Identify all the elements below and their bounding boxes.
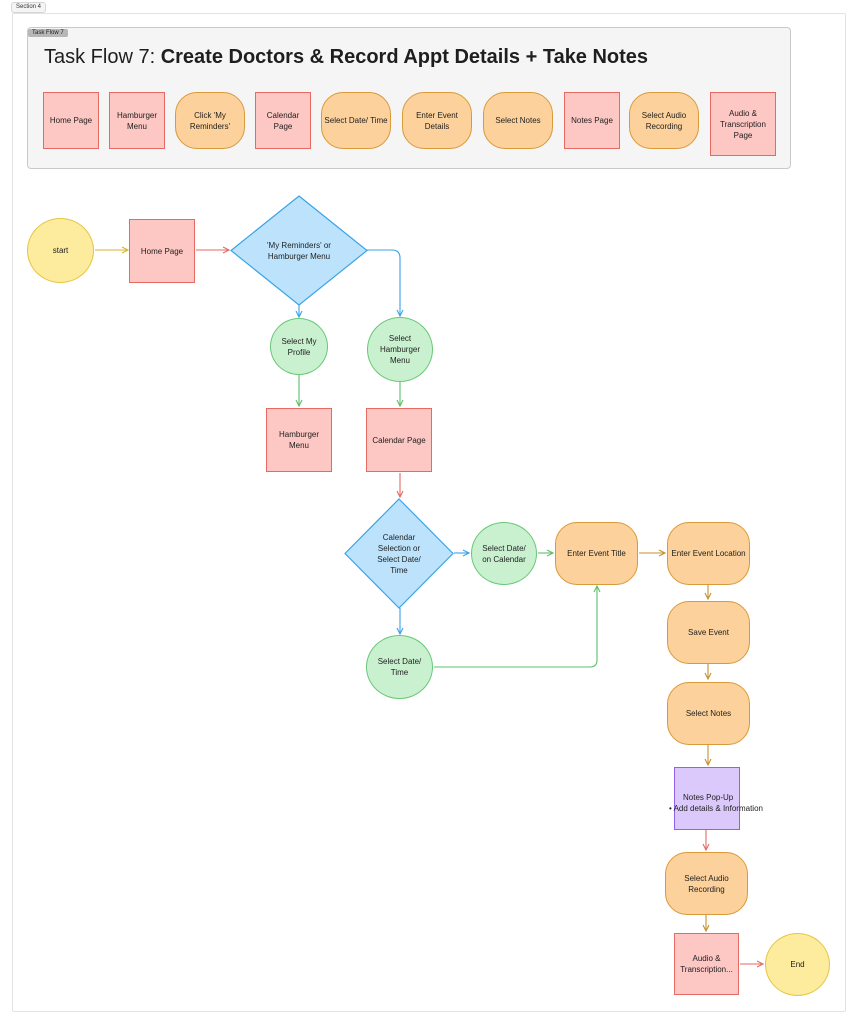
header-step-label: Select Date/ Time xyxy=(324,116,388,125)
header-step-home-page: Home Page xyxy=(43,92,99,149)
title-prefix: Task Flow 7: xyxy=(44,46,161,68)
node-label: Select Audio Recording xyxy=(684,873,729,894)
section-label: Section 4 xyxy=(11,2,47,13)
node-decision-calendar-or-date: Calendar Selection or Select Date/ Time xyxy=(344,498,454,609)
header-step-label: Calendar Page xyxy=(266,110,300,131)
node-save-event: Save Event xyxy=(667,601,750,664)
node-select-date-on-calendar: Select Date/ on Calendar xyxy=(471,522,537,585)
node-end: End xyxy=(765,933,830,996)
node-select-my-profile: Select My Profile xyxy=(270,318,328,375)
node-decision-reminders-or-menu: 'My Reminders' or Hamburger Menu xyxy=(230,195,368,306)
node-label: Save Event xyxy=(688,628,729,637)
header-step-select-audio-recording: Select Audio Recording xyxy=(629,92,699,149)
node-audio-transcription: Audio & Transcription... xyxy=(674,933,739,995)
header-step-label: Click 'My Reminders' xyxy=(189,110,231,131)
diamond-shape xyxy=(344,498,454,609)
header-step-label: Notes Page xyxy=(571,116,613,125)
popup-list-item: Add details & Information xyxy=(669,803,763,814)
node-label: End xyxy=(790,960,805,969)
page-title: Task Flow 7: Create Doctors & Record App… xyxy=(44,44,648,70)
node-label: Enter Event Location xyxy=(671,549,746,558)
section-frame xyxy=(12,13,846,1012)
node-label: Audio & Transcription... xyxy=(680,954,733,974)
node-label: Hamburger Menu xyxy=(278,430,319,450)
edge-select-date-to-title xyxy=(434,586,597,668)
node-enter-event-title: Enter Event Title xyxy=(555,522,638,585)
node-label: 'My Reminders' or Hamburger Menu xyxy=(267,240,331,261)
node-start: start xyxy=(27,218,94,283)
node-label: Calendar Page xyxy=(372,435,426,445)
node-hamburger-menu: Hamburger Menu xyxy=(266,408,332,472)
node-label: Select Date/ on Calendar xyxy=(482,543,526,564)
header-step-label: Enter Event Details xyxy=(416,110,458,131)
node-home-page: Home Page xyxy=(129,219,195,283)
node-calendar-page: Calendar Page xyxy=(366,408,432,472)
node-label: Calendar Selection or Select Date/ Time xyxy=(377,532,421,575)
decision-label: 'My Reminders' or Hamburger Menu xyxy=(230,195,368,306)
node-select-hamburger-menu: Select Hamburger Menu xyxy=(367,317,433,382)
header-step-select-notes: Select Notes xyxy=(483,92,553,149)
header-step-enter-event-details: Enter Event Details xyxy=(402,92,472,149)
header-step-hamburger-menu: Hamburger Menu xyxy=(109,92,165,149)
header-step-label: Audio & Transcription Page xyxy=(720,108,766,140)
header-step-audio-transcription-page: Audio & Transcription Page xyxy=(710,92,776,156)
header-step-select-date-time: Select Date/ Time xyxy=(321,92,391,149)
node-select-date-time: Select Date/ Time xyxy=(366,635,433,699)
node-label: Select Notes xyxy=(685,709,732,718)
popup-list: Add details & Information xyxy=(669,803,763,814)
header-step-label: Hamburger Menu xyxy=(116,110,157,131)
node-label: Select Hamburger Menu xyxy=(379,334,420,365)
node-label: Home Page xyxy=(140,246,184,256)
node-enter-event-location: Enter Event Location xyxy=(667,522,750,585)
header-step-label: Select Audio Recording xyxy=(641,110,687,131)
header-step-label: Home Page xyxy=(49,116,93,125)
node-notes-popup: Notes Pop-Up Add details & Information xyxy=(674,767,763,830)
node-select-audio-recording: Select Audio Recording xyxy=(665,852,748,915)
header-step-notes-page: Notes Page xyxy=(564,92,620,149)
header-step-calendar-page: Calendar Page xyxy=(255,92,311,149)
popup-title: Notes Pop-Up xyxy=(683,793,734,802)
node-label: Select Date/ Time xyxy=(377,657,422,677)
node-label: Enter Event Title xyxy=(567,549,626,558)
node-select-notes: Select Notes xyxy=(667,682,750,745)
node-label: Select My Profile xyxy=(281,336,317,357)
title-main: Create Doctors & Record Appt Details + T… xyxy=(160,46,649,68)
edge-decision-to-hamburger xyxy=(367,249,400,316)
header-step-label: Select Notes xyxy=(495,116,541,125)
diamond-shape xyxy=(230,195,368,306)
decision-label: Calendar Selection or Select Date/ Time xyxy=(344,498,454,609)
task-flow-tag: Task Flow 7 xyxy=(28,29,68,37)
node-label: start xyxy=(52,246,69,255)
header-step-click-my-reminders: Click 'My Reminders' xyxy=(175,92,245,149)
